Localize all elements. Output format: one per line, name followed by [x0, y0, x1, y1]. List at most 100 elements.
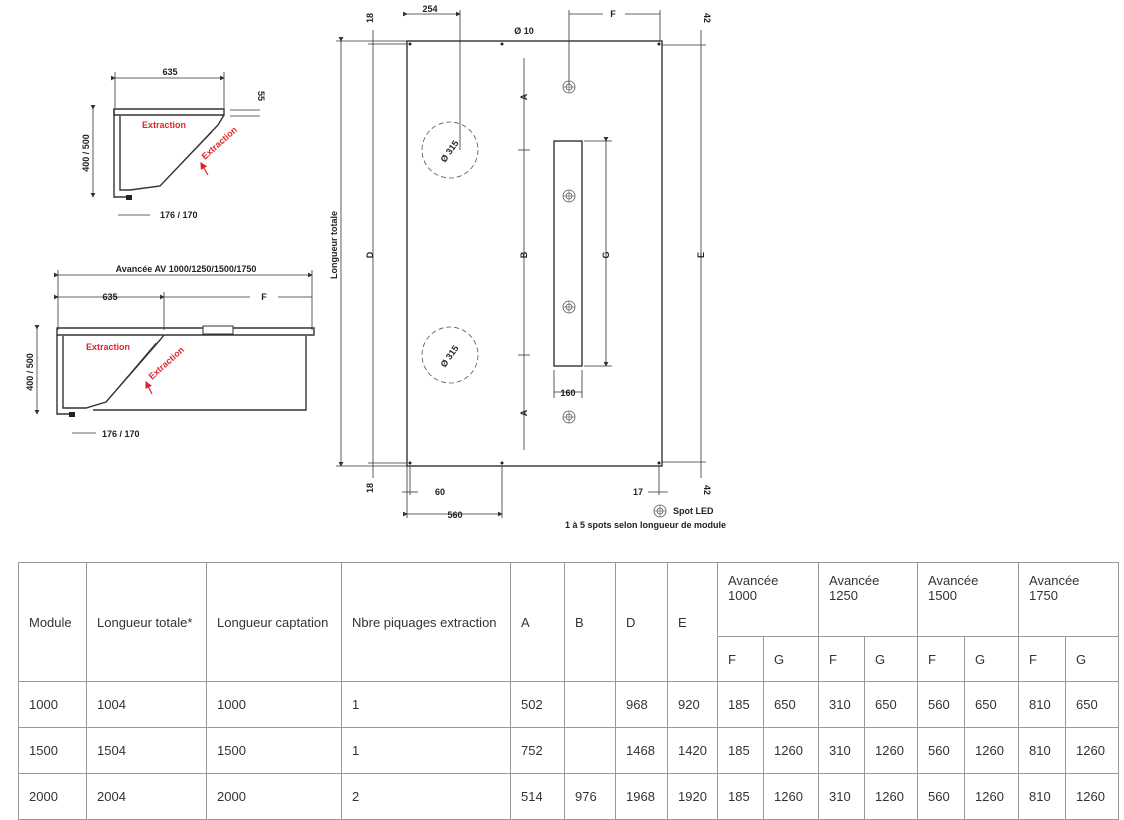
cell-d: 1468 — [615, 727, 668, 774]
dim-42-bottom: 42 — [702, 485, 712, 495]
extraction-label-diagonal-2: Extraction — [147, 345, 186, 382]
cell-g: 1260 — [964, 773, 1020, 820]
cell-e: 1420 — [667, 727, 718, 774]
cell-g: 1260 — [1065, 727, 1120, 774]
cell-f: 185 — [717, 727, 764, 774]
dim-176-170-top: 176 / 170 — [160, 210, 198, 220]
table-row: 1000 1004 1000 1 502 968 920 185 650 310… — [18, 681, 1120, 728]
cell-g: 1260 — [1065, 773, 1120, 820]
header-avancee-1750: Avancée 1750 — [1018, 562, 1120, 637]
cell-g: 1260 — [864, 727, 919, 774]
header-b: B — [564, 562, 616, 682]
top-section-view: 635 55 400 / 500 176 / 170 Extraction Ex… — [81, 67, 266, 220]
cell-e: 920 — [667, 681, 718, 728]
cell-a: 514 — [510, 773, 565, 820]
cell-d: 968 — [615, 681, 668, 728]
cell-g: 1260 — [762, 773, 820, 820]
cell-f: 185 — [717, 681, 764, 728]
cell-f: 560 — [917, 727, 966, 774]
cell-g: 1260 — [762, 727, 820, 774]
dim-18-top: 18 — [365, 13, 375, 23]
dim-d10: Ø 10 — [514, 26, 534, 36]
cell-b — [564, 681, 616, 728]
legend-spot-led: Spot LED — [673, 506, 714, 516]
dim-d: D — [365, 251, 375, 258]
header-f: F — [717, 636, 764, 682]
header-g: G — [964, 636, 1020, 682]
dim-d315-1: Ø 315 — [438, 138, 460, 164]
cell-f: 310 — [818, 773, 866, 820]
extraction-label-diagonal: Extraction — [200, 125, 239, 162]
header-longueur-captation: Longueur captation — [206, 562, 342, 682]
cell-e: 1920 — [667, 773, 718, 820]
dimension-table: Module Longueur totale* Longueur captati… — [18, 562, 1120, 820]
dim-55: 55 — [256, 91, 266, 101]
cell-a: 752 — [510, 727, 565, 774]
cell-g: 650 — [1065, 681, 1120, 728]
dim-d315-2: Ø 315 — [438, 343, 460, 369]
cell-d: 1968 — [615, 773, 668, 820]
dim-160: 160 — [560, 388, 575, 398]
cell-longueur-captation: 1000 — [206, 681, 342, 728]
cell-module: 1500 — [18, 727, 87, 774]
cell-f: 310 — [818, 727, 866, 774]
header-avancee-1500: Avancée 1500 — [917, 562, 1020, 637]
cell-longueur-totale: 2004 — [86, 773, 207, 820]
cell-longueur-captation: 2000 — [206, 773, 342, 820]
dim-longueur-totale: Longueur totale — [329, 211, 339, 279]
cell-longueur-totale: 1504 — [86, 727, 207, 774]
cell-longueur-captation: 1500 — [206, 727, 342, 774]
dim-f-bottom: F — [261, 292, 267, 302]
dim-60: 60 — [435, 487, 445, 497]
header-a: A — [510, 562, 565, 682]
header-avancee-1250: Avancée 1250 — [818, 562, 919, 637]
header-g: G — [762, 636, 820, 682]
dim-176-170-bottom: 176 / 170 — [102, 429, 140, 439]
table-row: 2000 2004 2000 2 514 976 1968 1920 185 1… — [18, 773, 1120, 820]
header-g: G — [864, 636, 919, 682]
cell-module: 1000 — [18, 681, 87, 728]
dim-17: 17 — [633, 487, 643, 497]
dim-400-500-top: 400 / 500 — [81, 134, 91, 172]
extraction-label: Extraction — [142, 120, 186, 130]
cell-b — [564, 727, 616, 774]
header-f: F — [917, 636, 966, 682]
cell-f: 185 — [717, 773, 764, 820]
header-nbre-piquages: Nbre piquages extraction — [341, 562, 511, 682]
cell-b: 976 — [564, 773, 616, 820]
cell-g: 1260 — [964, 727, 1020, 774]
dim-g: G — [601, 251, 611, 258]
extraction-label-2: Extraction — [86, 342, 130, 352]
header-e: E — [667, 562, 718, 682]
header-f: F — [1018, 636, 1067, 682]
plan-view: 254 F Ø 10 18 D 18 Longueur totale A B A — [329, 4, 726, 530]
cell-f: 810 — [1018, 727, 1067, 774]
cell-f: 560 — [917, 773, 966, 820]
dim-635-bottom: 635 — [102, 292, 117, 302]
cell-nbre: 2 — [341, 773, 511, 820]
cell-g: 650 — [762, 681, 820, 728]
dim-a-bottom: A — [519, 409, 529, 416]
cell-nbre: 1 — [341, 727, 511, 774]
cell-g: 1260 — [864, 773, 919, 820]
header-avancee-1000: Avancée 1000 — [716, 562, 820, 637]
dim-254: 254 — [422, 4, 437, 14]
dim-560: 560 — [447, 510, 462, 520]
bottom-section-view: Avancée AV 1000/1250/1500/1750 635 F 400… — [25, 264, 315, 439]
header-g: G — [1065, 636, 1120, 682]
dim-18-bottom: 18 — [365, 483, 375, 493]
cell-f: 810 — [1018, 681, 1067, 728]
dim-e: E — [696, 252, 706, 258]
legend-spot-count: 1 à 5 spots selon longueur de module — [565, 520, 726, 530]
technical-drawing: 635 55 400 / 500 176 / 170 Extraction Ex… — [25, 4, 726, 530]
dim-avancee: Avancée AV 1000/1250/1500/1750 — [116, 264, 257, 274]
cell-f: 310 — [818, 681, 866, 728]
cell-longueur-totale: 1004 — [86, 681, 207, 728]
dim-400-500-bottom: 400 / 500 — [25, 353, 35, 391]
dim-b: B — [519, 251, 529, 258]
dim-42-top: 42 — [702, 13, 712, 23]
dim-635-top: 635 — [162, 67, 177, 77]
cell-g: 650 — [864, 681, 919, 728]
cell-f: 560 — [917, 681, 966, 728]
cell-f: 810 — [1018, 773, 1067, 820]
